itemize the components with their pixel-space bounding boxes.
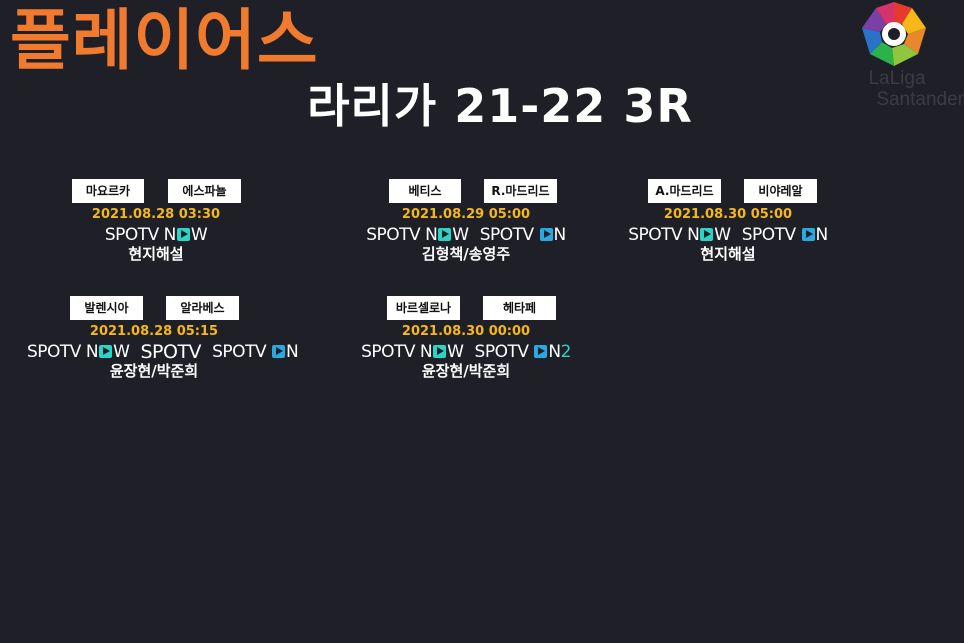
match-time: 2021.08.29 05:00 — [401, 207, 531, 222]
play-icon — [433, 344, 447, 358]
commentators: 윤장현/박준희 — [421, 362, 511, 380]
play-icon — [539, 227, 553, 241]
home-team: 발렌시아 — [70, 296, 143, 320]
home-team: 마요르카 — [72, 179, 144, 203]
play-icon — [176, 227, 190, 241]
spotv-on-logo: SPOTV N — [479, 224, 567, 245]
home-team: A.마드리드 — [648, 179, 721, 203]
commentators: 현지해설 — [700, 245, 756, 263]
play-icon — [700, 227, 714, 241]
brand-title: 플레이어스 — [10, 2, 319, 79]
spotv-on-logo: SPOTV N — [741, 224, 829, 245]
match-time: 2021.08.30 00:00 — [401, 324, 531, 339]
play-icon — [534, 344, 548, 358]
play-icon — [271, 344, 285, 358]
logo-text-laliga: LaLiga — [868, 68, 926, 89]
play-icon — [438, 227, 452, 241]
commentators: 현지해설 — [128, 245, 184, 263]
commentators: 김형책/송영주 — [421, 245, 511, 263]
logo-text-santander: Santander — [876, 89, 964, 110]
spotv-on-logo: SPOTV N — [212, 341, 299, 362]
spotv-on2-logo: SPOTV N2 — [474, 341, 572, 362]
spotv-logo: SPOTV — [140, 340, 202, 363]
home-team: 바르셀로나 — [387, 296, 460, 320]
away-team: 헤타페 — [483, 296, 556, 320]
match-time: 2021.08.28 03:30 — [91, 207, 221, 222]
commentators: 윤장현/박준희 — [109, 362, 199, 380]
page-title: 라리가 21-22 3R — [307, 79, 693, 133]
away-team: 알라베스 — [166, 296, 239, 320]
away-team: 에스파뇰 — [168, 179, 241, 203]
home-team: 베티스 — [389, 179, 461, 203]
match-time: 2021.08.30 05:00 — [663, 207, 793, 222]
away-team: 비야레알 — [744, 179, 817, 203]
play-icon — [801, 227, 815, 241]
play-icon — [99, 344, 113, 358]
laliga-emblem-icon — [862, 2, 926, 66]
match-time: 2021.08.28 05:15 — [89, 324, 219, 339]
away-team: R.마드리드 — [484, 179, 557, 203]
laliga-logo: LaLiga Santander — [830, 0, 964, 115]
